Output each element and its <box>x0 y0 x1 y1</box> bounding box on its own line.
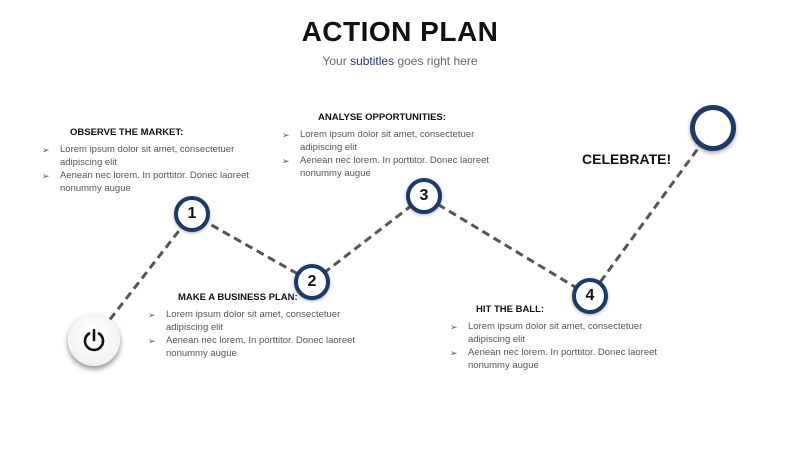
list-item: ➢ Aenean nec lorem. In porttitor. Donec l… <box>450 347 660 372</box>
dashed-path-line <box>92 127 715 341</box>
power-icon <box>83 328 105 352</box>
subtitle-prefix: Your <box>322 54 351 68</box>
step-block-2: MAKE A BUSINESS PLAN: ➢ Lorem ipsum dolor… <box>148 292 358 361</box>
step-bullet-list: ➢ Lorem ipsum dolor sit amet, consectetue… <box>282 129 492 180</box>
bullet-text: Lorem ipsum dolor sit amet, consectetuer… <box>166 309 341 333</box>
list-item: ➢ Aenean nec lorem. In porttitor. Donec l… <box>282 155 492 180</box>
step-node-3: 3 <box>406 178 442 214</box>
bullet-text: Aenean nec lorem. In porttitor. Donec la… <box>300 155 490 179</box>
step-block-4: HIT THE BALL: ➢ Lorem ipsum dolor sit ame… <box>450 304 660 373</box>
step-node-1: 1 <box>174 196 210 232</box>
bullet-text: Lorem ipsum dolor sit amet, consectetuer… <box>468 321 643 345</box>
list-item: ➢ Lorem ipsum dolor sit amet, consectetue… <box>148 309 358 334</box>
subtitle-accent: subtitles <box>350 54 395 68</box>
step-heading: ANALYSE OPPORTUNITIES: <box>318 112 446 123</box>
step-heading: OBSERVE THE MARKET: <box>70 127 184 138</box>
list-item: ➢ Aenean nec lorem. In porttitor. Donec l… <box>148 335 358 360</box>
arrowhead-bullet-icon: ➢ <box>42 145 50 155</box>
bullet-text: Aenean nec lorem. In porttitor. Donec la… <box>60 170 250 194</box>
list-item: ➢ Lorem ipsum dolor sit amet, consectetue… <box>450 321 660 346</box>
arrowhead-bullet-icon: ➢ <box>148 336 156 346</box>
arrowhead-bullet-icon: ➢ <box>450 322 458 332</box>
arrowhead-bullet-icon: ➢ <box>282 130 290 140</box>
list-item: ➢ Lorem ipsum dolor sit amet, consectetue… <box>282 129 492 154</box>
step-block-3: ANALYSE OPPORTUNITIES: ➢ Lorem ipsum dolo… <box>282 112 492 181</box>
start-button[interactable] <box>68 314 120 366</box>
page-title: ACTION PLAN <box>301 16 499 47</box>
bullet-text: Aenean nec lorem. In porttitor. Donec la… <box>468 347 658 371</box>
subtitle-suffix: goes right here <box>394 54 478 68</box>
page-subtitle: Your subtitles goes right here <box>0 54 800 68</box>
list-item: ➢ Aenean nec lorem. In porttitor. Donec l… <box>42 170 252 195</box>
list-item: ➢ Lorem ipsum dolor sit amet, consectetue… <box>42 144 252 169</box>
step-bullet-list: ➢ Lorem ipsum dolor sit amet, consectetue… <box>148 309 358 360</box>
arrowhead-bullet-icon: ➢ <box>450 348 458 358</box>
celebrate-label: CELEBRATE! <box>582 151 672 167</box>
finish-node <box>690 105 736 151</box>
step-bullet-list: ➢ Lorem ipsum dolor sit amet, consectetue… <box>450 321 660 372</box>
bullet-text: Lorem ipsum dolor sit amet, consectetuer… <box>60 144 235 168</box>
step-bullet-list: ➢ Lorem ipsum dolor sit amet, consectetue… <box>42 144 252 195</box>
bullet-text: Aenean nec lorem. In porttitor. Donec la… <box>166 335 356 359</box>
step-heading: MAKE A BUSINESS PLAN: <box>178 292 298 303</box>
arrowhead-bullet-icon: ➢ <box>42 171 50 181</box>
step-node-4: 4 <box>572 278 608 314</box>
step-heading: HIT THE BALL: <box>476 304 545 315</box>
arrowhead-bullet-icon: ➢ <box>282 156 290 166</box>
step-node-2: 2 <box>294 264 330 300</box>
step-block-1: OBSERVE THE MARKET: ➢ Lorem ipsum dolor s… <box>42 127 252 196</box>
arrowhead-bullet-icon: ➢ <box>148 310 156 320</box>
bullet-text: Lorem ipsum dolor sit amet, consectetuer… <box>300 129 475 153</box>
